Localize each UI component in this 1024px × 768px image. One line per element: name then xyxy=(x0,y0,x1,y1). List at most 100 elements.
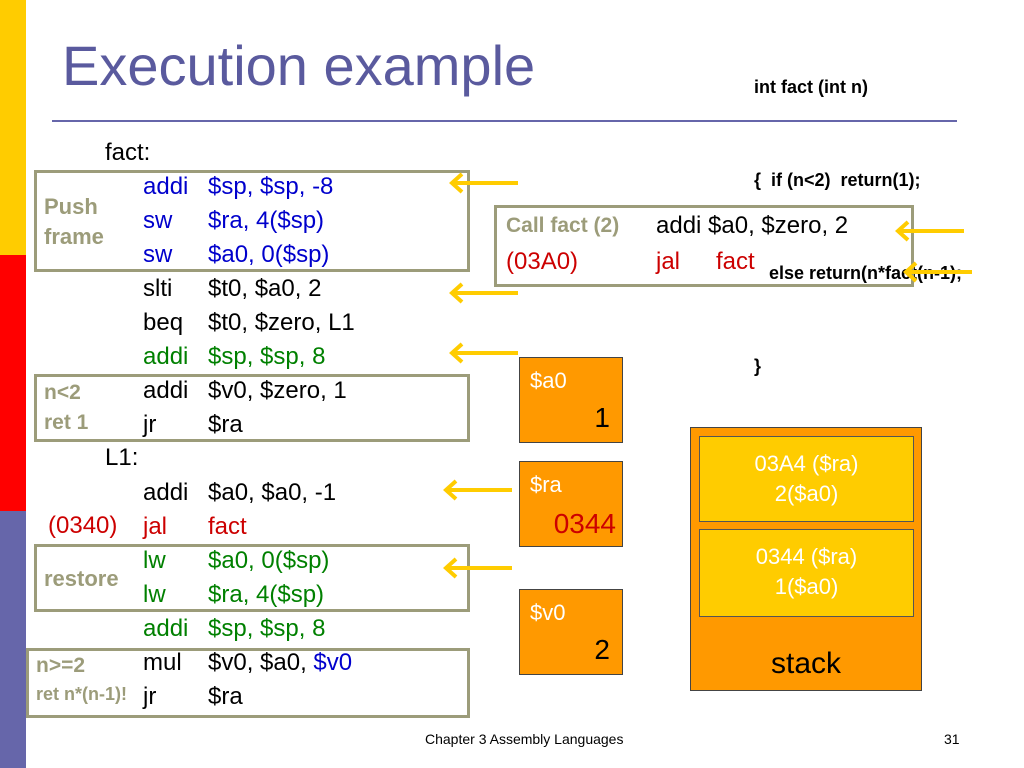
asm-row: lw $a0, 0($sp) xyxy=(0,544,500,578)
asm-row: addi $sp, $sp, -8 xyxy=(0,170,500,204)
source-line: int fact (int n) xyxy=(754,77,868,97)
asm-operands: $a0, $a0, -1 xyxy=(208,479,337,506)
stack-frame-line1: 0344 ($ra) xyxy=(755,544,858,569)
push-frame-label-line2: frame xyxy=(44,224,104,249)
stack-label: stack xyxy=(770,647,842,680)
asm-operands: $v0, $a0, $v0 xyxy=(208,646,352,680)
asm-opcode: lw xyxy=(143,581,166,608)
left-decor-bar-red xyxy=(0,255,26,511)
asm-operands: $a0, 0($sp) xyxy=(208,547,330,574)
stack-frame: 03A4 ($ra) 2($a0) xyxy=(699,436,914,522)
asm-opcode: addi xyxy=(143,173,189,200)
call-fact-label: Call fact (2) xyxy=(506,214,620,237)
stack-frame-line2: 2($a0) xyxy=(774,481,839,506)
register-value: 0344 xyxy=(553,508,616,539)
arrow-left-icon xyxy=(450,282,520,304)
asm-operands: fact xyxy=(208,513,247,540)
push-frame-label: Push frame xyxy=(44,192,104,252)
asm-opcode: jal xyxy=(143,513,168,540)
asm-row: sw $a0, 0($sp) xyxy=(0,238,500,272)
arrow-left-icon xyxy=(450,172,520,194)
asm-opcode: sw xyxy=(143,241,173,268)
n-ge-2-box xyxy=(26,648,470,718)
arrow-left-icon xyxy=(904,261,974,283)
register-v0: $v0 2 xyxy=(519,589,623,675)
asm-operands: $v0, $zero, 1 xyxy=(208,377,347,404)
register-a0: $a0 1 xyxy=(519,357,623,443)
asm-opcode: addi xyxy=(143,343,189,370)
asm-row: mul $v0, $a0, $v0 xyxy=(0,646,500,680)
source-line: { if (n<2) return(1); xyxy=(754,170,921,190)
asm-row: jr $ra xyxy=(0,408,500,442)
arrow-left-icon xyxy=(444,479,514,501)
asm-operands: $a0, 0($sp) xyxy=(208,241,330,268)
footer-chapter: Chapter 3 Assembly Languages xyxy=(425,731,624,747)
asm-operands: $t0, $a0, 2 xyxy=(208,275,322,302)
asm-row: addi $sp, $sp, 8 xyxy=(0,612,500,646)
asm-opcode: lw xyxy=(143,547,166,574)
asm-opcode: mul xyxy=(143,649,182,676)
source-line: else return(n*fact(n-1); xyxy=(754,263,963,283)
register-name: $v0 xyxy=(530,600,566,625)
push-frame-box xyxy=(34,170,470,272)
n-lt-2-box xyxy=(34,374,470,442)
left-decor-bar-blue xyxy=(0,511,26,768)
asm-operands: $ra xyxy=(208,683,243,710)
asm-operands-prefix: $v0, $a0, xyxy=(208,649,314,676)
asm-opcode: jr xyxy=(143,683,157,710)
asm-operands: $ra, 4($sp) xyxy=(208,207,325,234)
asm-row: beq $t0, $zero, L1 xyxy=(0,306,500,340)
asm-operands: $ra, 4($sp) xyxy=(208,581,325,608)
asm-operands: $ra xyxy=(208,411,243,438)
n-ge-2-label: n>=2 ret n*(n-1)! xyxy=(36,652,127,708)
n-ge-2-label-line1: n>=2 xyxy=(36,654,86,677)
stack-frame: 0344 ($ra) 1($a0) xyxy=(699,529,914,617)
asm-operands: $t0, $zero, L1 xyxy=(208,309,355,336)
arrow-left-icon xyxy=(896,220,966,242)
title-underline xyxy=(52,120,957,122)
asm-row: slti $t0, $a0, 2 xyxy=(0,272,500,306)
asm-opcode: beq xyxy=(143,309,184,336)
asm-row: jal fact xyxy=(0,510,500,544)
arrow-left-icon xyxy=(450,342,520,364)
jal-address: (0340) xyxy=(48,512,118,539)
left-decor-bar-yellow xyxy=(0,0,26,255)
register-name: $ra xyxy=(530,472,562,497)
call-op-jal: jal xyxy=(656,248,681,275)
call-address: (03A0) xyxy=(506,248,579,275)
asm-row: sw $ra, 4($sp) xyxy=(0,204,500,238)
n-lt-2-label-line1: n<2 xyxy=(44,381,81,404)
call-arg-fact: fact xyxy=(716,248,755,275)
arrow-left-icon xyxy=(444,557,514,579)
stack-diagram: 03A4 ($ra) 2($a0) 0344 ($ra) 1($a0) stac… xyxy=(690,427,922,691)
register-value: 1 xyxy=(594,402,610,433)
n-ge-2-label-line2: ret n*(n-1)! xyxy=(36,684,127,704)
asm-opcode: sw xyxy=(143,207,173,234)
n-lt-2-label: n<2 ret 1 xyxy=(44,378,88,438)
call-fact-box xyxy=(494,205,914,287)
asm-row: addi$v0, $zero, 1 xyxy=(0,374,500,408)
push-frame-label-line1: Push xyxy=(44,194,98,219)
restore-box xyxy=(34,544,470,612)
n-lt-2-label-line2: ret 1 xyxy=(44,411,89,434)
asm-row: lw $ra, 4($sp) xyxy=(0,578,500,612)
asm-opcode: addi xyxy=(143,479,189,506)
footer-page-number: 31 xyxy=(944,731,960,747)
asm-operands: $sp, $sp, 8 xyxy=(208,615,326,642)
asm-operands-suffix: $v0 xyxy=(313,649,353,676)
label-fact: fact: xyxy=(105,139,151,166)
asm-row: addi $a0, $a0, -1 xyxy=(0,476,500,510)
register-name: $a0 xyxy=(530,368,567,393)
asm-opcode: slti xyxy=(143,275,173,302)
asm-opcode: jr xyxy=(143,411,157,438)
stack-frame-line1: 03A4 ($ra) xyxy=(754,451,859,476)
slide-title: Execution example xyxy=(62,34,536,97)
asm-operands: $sp, $sp, -8 xyxy=(208,173,334,200)
source-line: } xyxy=(754,356,762,376)
stack-frame-line2: 1($a0) xyxy=(774,574,839,599)
restore-label: restore xyxy=(44,566,119,591)
asm-row: jr $ra xyxy=(0,680,500,714)
call-instr-1: addi $a0, $zero, 2 xyxy=(656,212,849,239)
asm-opcode: addi xyxy=(143,615,189,642)
